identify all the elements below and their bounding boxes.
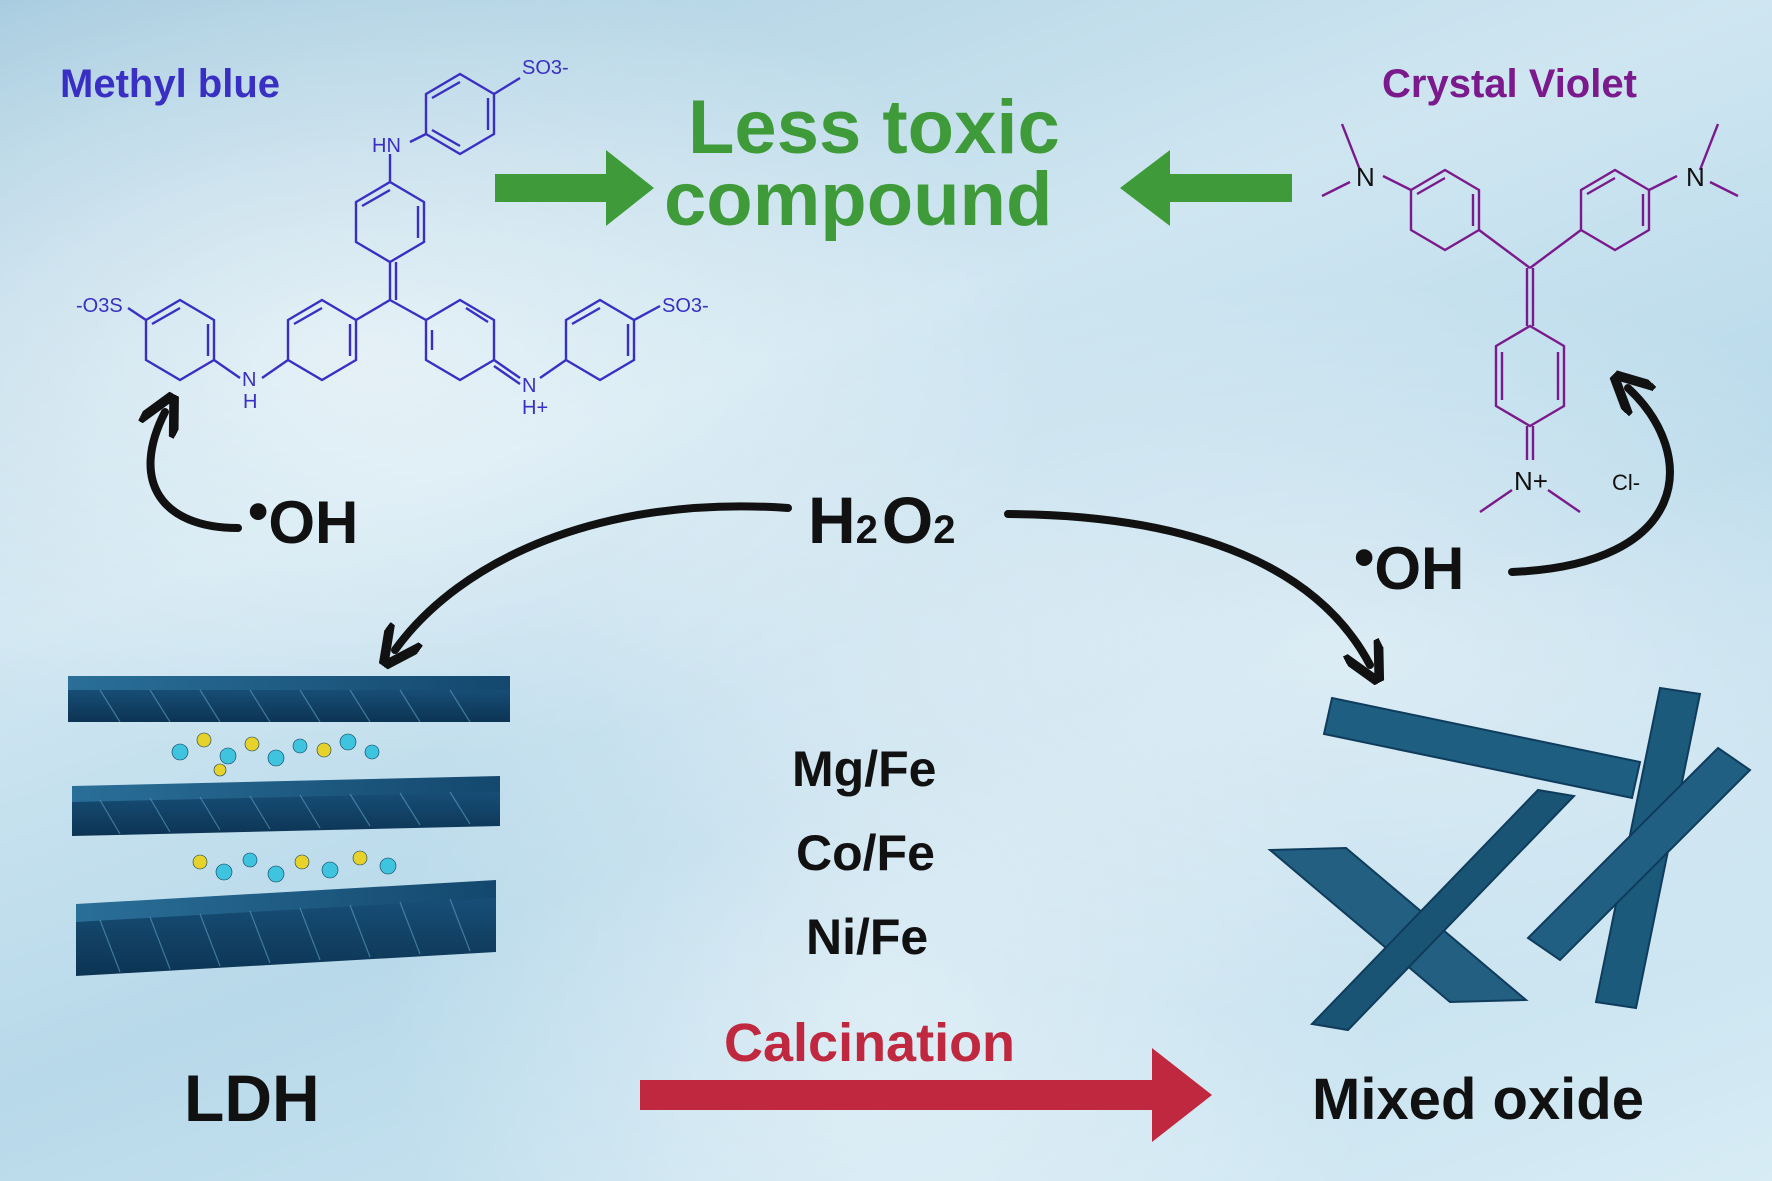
methyl-blue-atom-labels: SO3- HN -O3S SO3- N H N H+ — [76, 57, 709, 419]
mb-nplus-n: N — [522, 375, 536, 397]
calcination-label: Calcination — [724, 1013, 1016, 1073]
crystal-violet-structure — [1321, 123, 1739, 513]
less-toxic-line2: compound — [664, 157, 1053, 242]
mb-so3-right: SO3- — [662, 295, 709, 317]
radical-dot-left: • — [248, 479, 269, 544]
mb-hn: HN — [372, 135, 401, 157]
h2o2-o: O — [881, 483, 934, 557]
less-toxic-line1: Less toxic — [688, 85, 1060, 170]
h2o2-to-oxide-arrow — [1004, 510, 1370, 665]
crystal-violet-atom-labels: N N N+ Cl- — [1356, 162, 1705, 496]
oh-radical-right: •OH — [1354, 525, 1465, 603]
mb-so3-top: SO3- — [522, 57, 569, 79]
oxide-rod-1 — [1322, 696, 1642, 800]
composition-mg-fe: Mg/Fe — [792, 741, 937, 797]
h2o2-sub2: 2 — [933, 508, 956, 552]
ldh-slab-top — [68, 676, 510, 722]
crystal-violet-label: Crystal Violet — [1382, 62, 1637, 106]
ldh-structure — [68, 676, 510, 976]
green-arrow-left — [495, 150, 654, 226]
oh-radical-left: •OH — [248, 479, 359, 557]
cv-n-plus: N+ — [1514, 466, 1548, 496]
composition-ni-fe: Ni/Fe — [806, 909, 929, 965]
mb-nplus-h: H+ — [522, 397, 548, 419]
oh-to-crystal-violet-arrow — [1508, 388, 1674, 576]
h2o2-label: H2O2 — [808, 482, 956, 558]
h2o2-to-ldh-arrow — [395, 502, 792, 650]
ldh-slab-bottom — [76, 880, 496, 976]
methyl-blue-structure — [127, 72, 661, 385]
ldh-slab-middle — [72, 776, 500, 836]
h2o2-h: H — [808, 483, 856, 557]
cv-n-right: N — [1686, 162, 1705, 192]
mb-so3-left: -O3S — [76, 295, 123, 317]
radical-dot-right: • — [1354, 525, 1375, 590]
calcination-arrow — [640, 1048, 1212, 1142]
green-arrow-right — [1120, 150, 1292, 226]
ldh-octahedra-pattern — [99, 689, 471, 973]
oxide-rod-5 — [1526, 746, 1752, 962]
cv-cl: Cl- — [1612, 470, 1640, 495]
composition-co-fe: Co/Fe — [796, 825, 935, 881]
oxide-rod-3 — [1309, 788, 1577, 1032]
ldh-label: LDH — [184, 1061, 320, 1135]
oh-text-left: OH — [268, 489, 359, 556]
h2o2-sub1: 2 — [855, 508, 878, 552]
mb-nh-h: H — [243, 391, 257, 413]
mixed-oxide-label: Mixed oxide — [1312, 1067, 1644, 1132]
mb-nh-n: N — [242, 369, 256, 391]
ldh-interlayer-atoms — [171, 732, 397, 883]
cv-n-left: N — [1356, 162, 1375, 192]
mixed-oxide-structure — [1267, 686, 1752, 1032]
oh-to-methyl-blue-arrow — [151, 412, 242, 532]
methyl-blue-label: Methyl blue — [60, 62, 281, 106]
oh-text-right: OH — [1374, 535, 1465, 602]
